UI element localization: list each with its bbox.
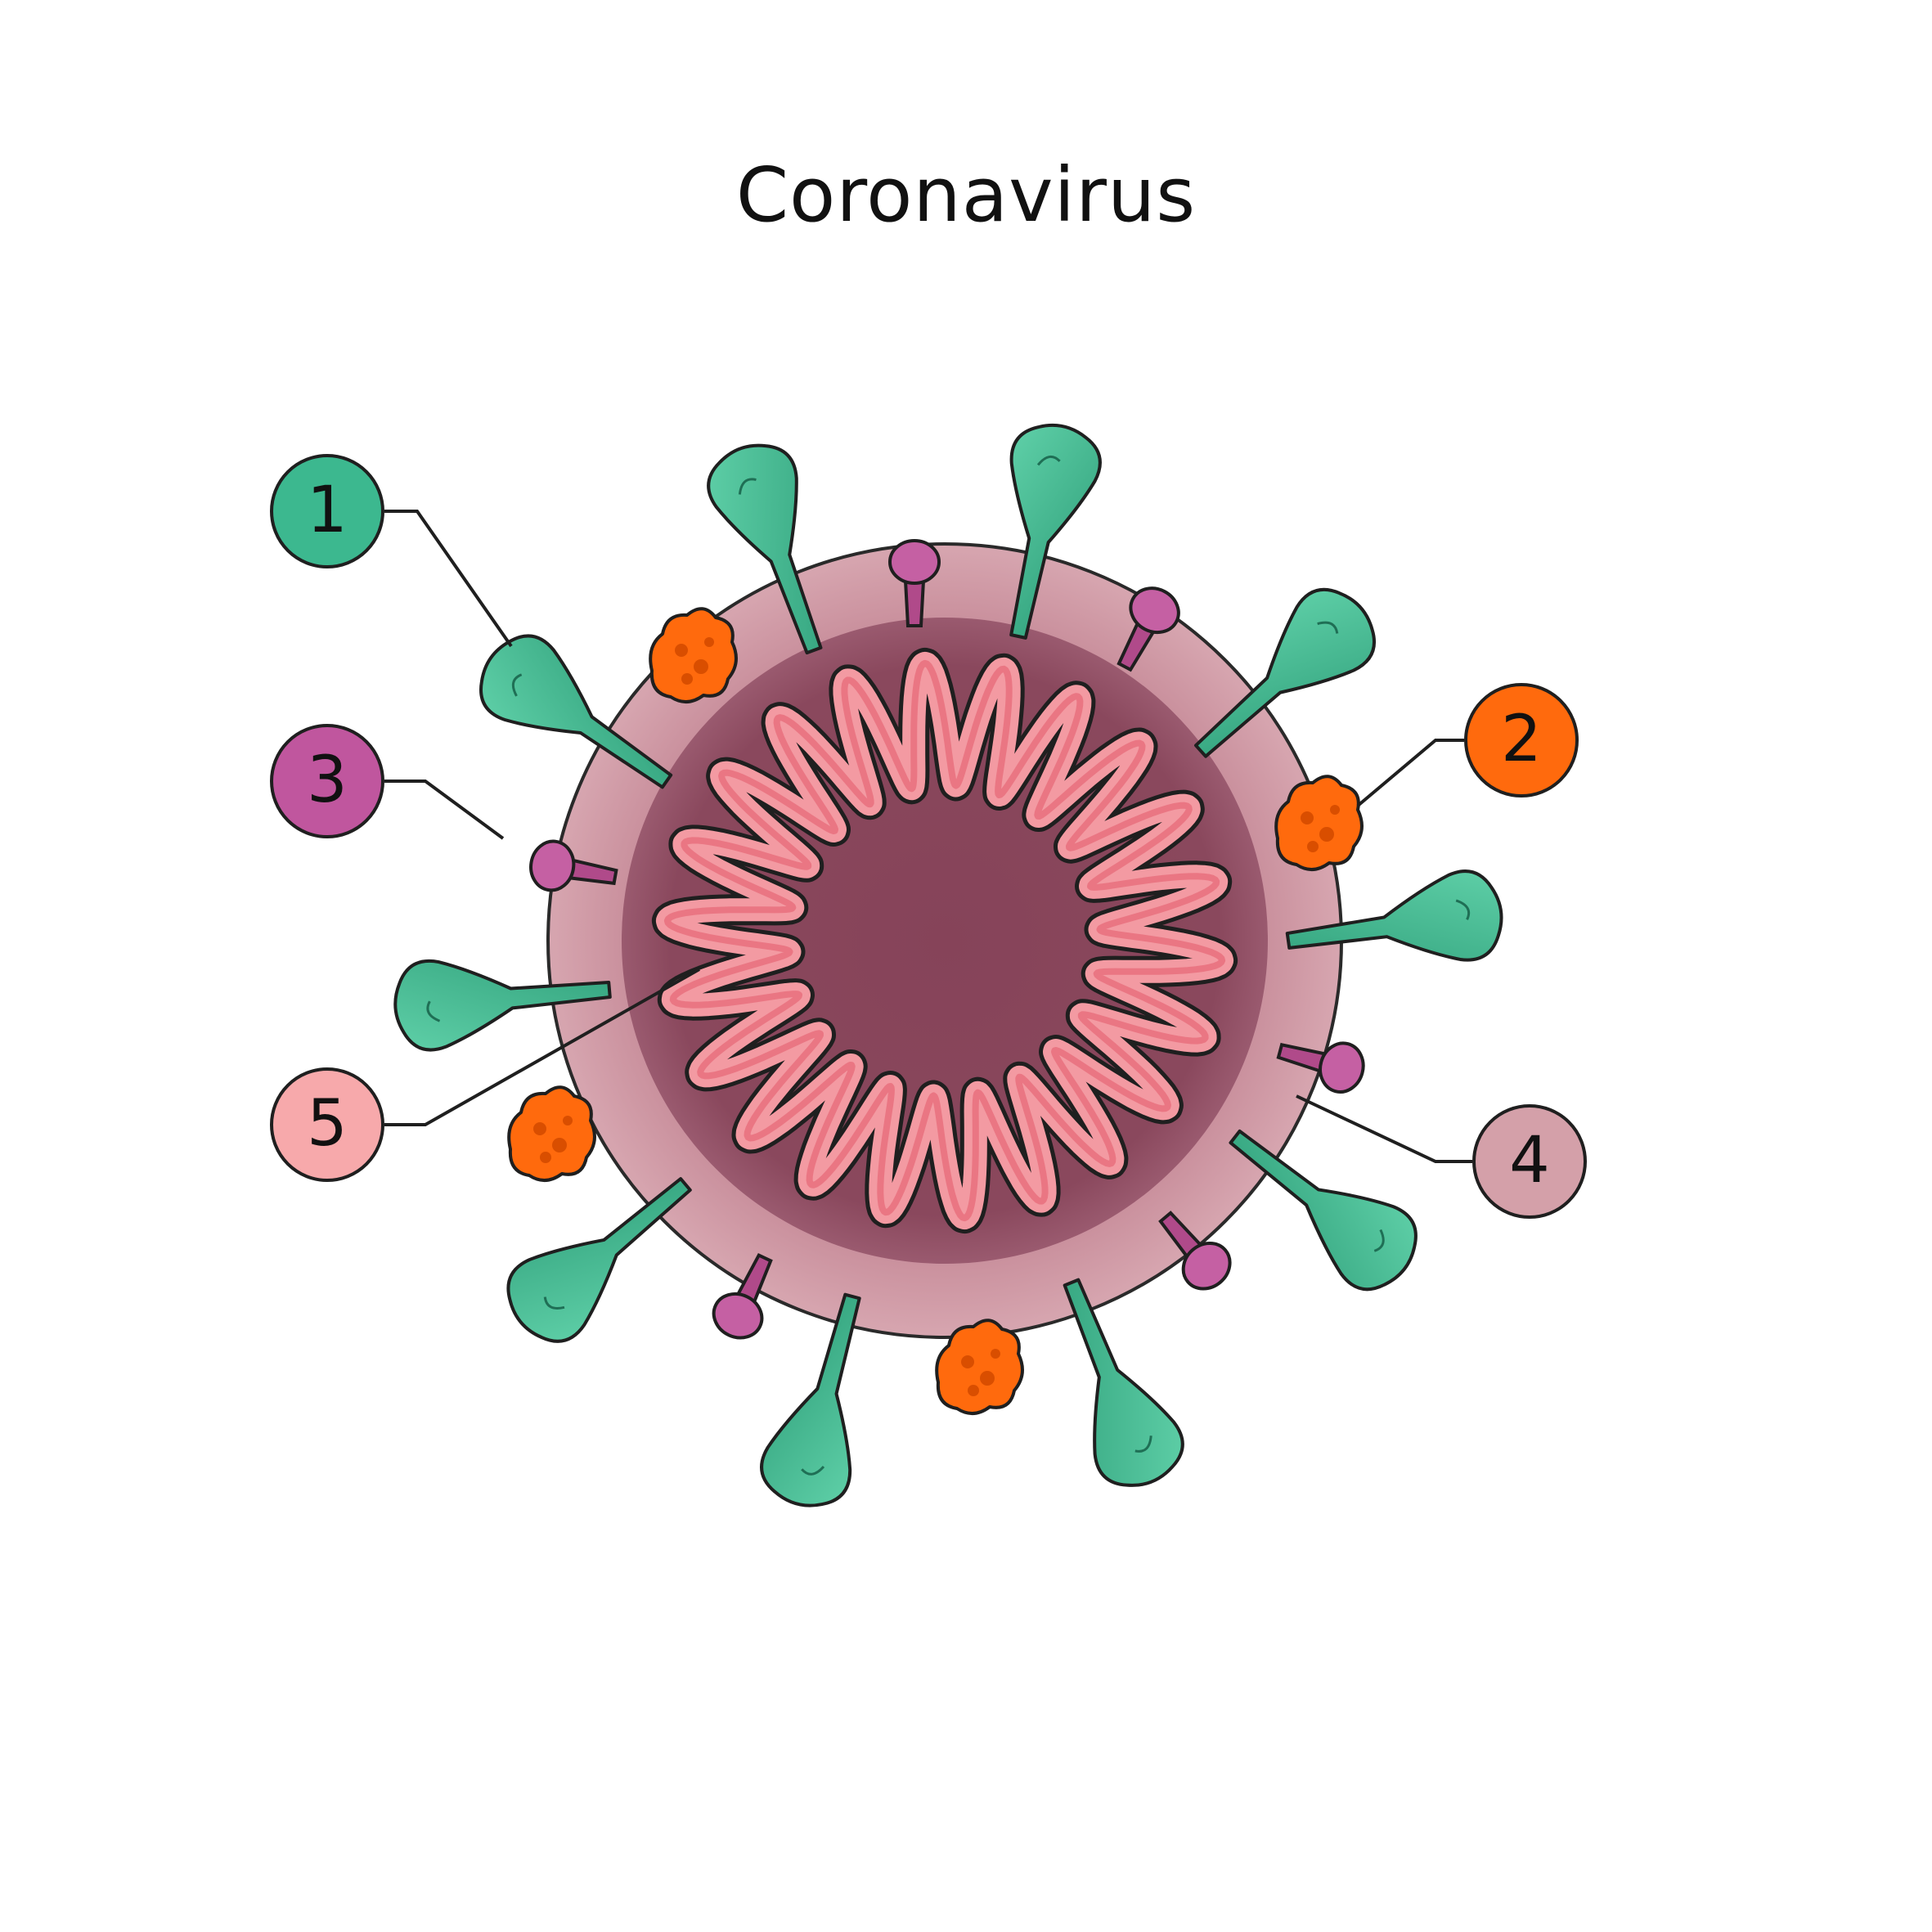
diagram-title: Coronavirus — [735, 151, 1197, 239]
callout-3: 3 — [270, 724, 384, 838]
callout-4-label: 4 — [1509, 1124, 1550, 1197]
callout-2-label: 2 — [1501, 703, 1542, 776]
leader-line-3 — [384, 780, 505, 840]
rna-genome-shading — [663, 659, 1226, 1222]
callout-1: 1 — [270, 454, 384, 568]
callout-4: 4 — [1472, 1104, 1587, 1219]
callout-5-label: 5 — [307, 1087, 348, 1161]
leader-line-1 — [384, 510, 513, 648]
envelope-protein-icon — [507, 1085, 596, 1183]
callout-3-label: 3 — [307, 744, 348, 817]
callout-5: 5 — [270, 1067, 384, 1182]
leader-line-2 — [1356, 739, 1464, 807]
leader-line-4 — [1296, 1094, 1472, 1163]
envelope-protein-icon — [649, 607, 738, 704]
leader-lines — [384, 510, 1472, 1163]
spike-icon — [490, 1148, 716, 1359]
leader-line-5 — [384, 968, 700, 1126]
callout-1-label: 1 — [307, 474, 348, 547]
callout-2: 2 — [1464, 683, 1579, 798]
